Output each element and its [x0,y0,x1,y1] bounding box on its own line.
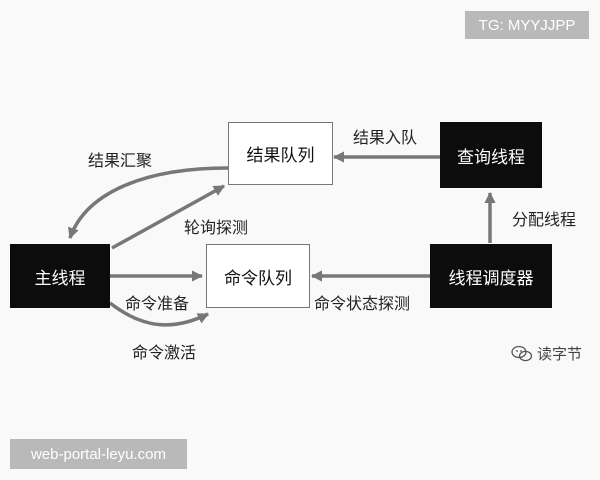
label-result-enqueue: 结果入队 [353,128,418,147]
watermark-top: TG: MYYJJPP [465,11,589,39]
brand-text: 读字节 [537,345,583,363]
label-polling-probe: 轮询探测 [184,218,249,237]
scheduler-thread-node: 线程调度器 [430,244,552,308]
result-queue-node: 结果队列 [228,122,333,185]
label-command-prepare: 命令准备 [125,294,190,313]
label-result-aggregate: 结果汇聚 [88,151,153,170]
wechat-icon [511,345,533,361]
watermark-bottom: web-portal-leyu.com [10,439,187,469]
label-command-activate: 命令激活 [132,343,197,362]
arrow-polling-probe [111,184,225,250]
main-thread-node: 主线程 [10,244,110,308]
arrow-command-activate [108,301,210,327]
brand-watermark: 读字节 [511,343,582,364]
query-thread-node: 查询线程 [440,122,542,188]
label-command-state-probe: 命令状态探测 [314,294,411,313]
arrow-result-aggregate [68,166,229,240]
label-assign-thread: 分配线程 [512,210,577,229]
command-queue-node: 命令队列 [206,244,310,308]
